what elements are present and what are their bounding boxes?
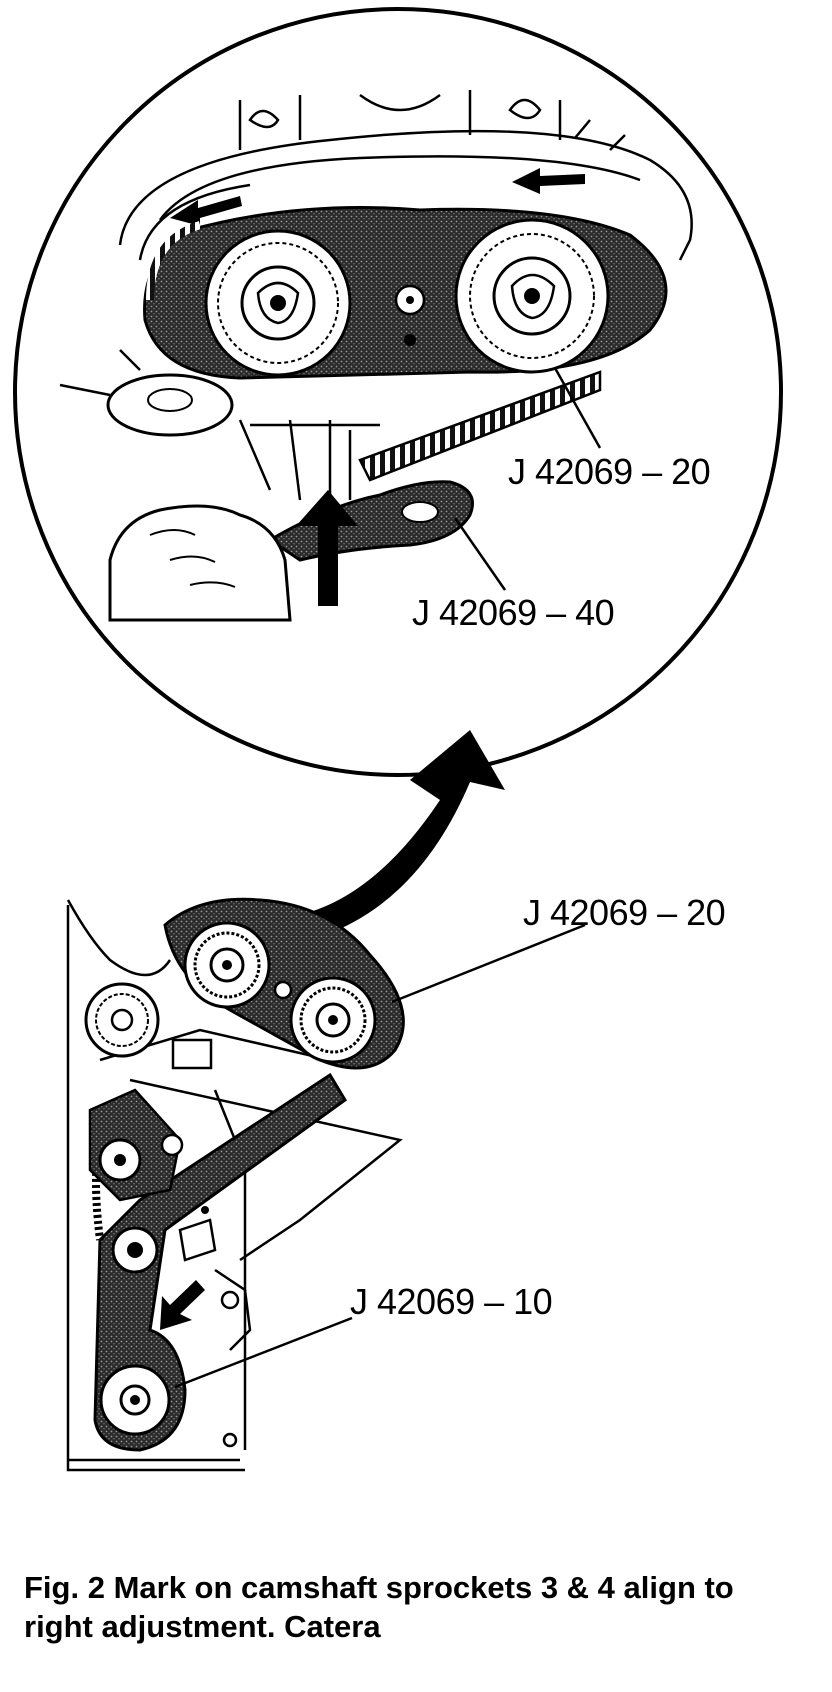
leader-lines-detail — [453, 367, 602, 591]
figure-caption: Fig. 2 Mark on camshaft sprockets 3 & 4 … — [24, 1570, 734, 1644]
center-bolt — [394, 284, 426, 346]
push-direction-arrow — [296, 490, 358, 606]
detail-circle-frame — [13, 7, 783, 777]
overview-sprocket-3 — [183, 921, 271, 1009]
overview-sprocket-4 — [289, 976, 377, 1064]
crank-rotation-arrow — [160, 1280, 205, 1330]
left-rotation-arrow — [170, 196, 242, 226]
engine-housing-top — [118, 90, 693, 261]
magnified-detail-view: J 42069 – 20 J 42069 – 40 — [13, 7, 783, 777]
idler-pulley — [59, 349, 234, 437]
belt-lower-run — [238, 370, 602, 501]
technician-hand — [108, 504, 292, 622]
callout-upper-belt: J 42069 – 20 — [508, 451, 710, 492]
timing-mark-block — [171, 1038, 213, 1070]
magnify-curved-arrow — [310, 730, 505, 935]
overview-tensioner-assembly — [88, 1088, 217, 1274]
timing-belt-descending — [93, 1072, 347, 1452]
tool-j42069-10 — [99, 1364, 171, 1436]
callout-upper-tool: J 42069 – 40 — [412, 592, 614, 633]
overview-idler-pulley — [84, 982, 160, 1058]
callout-lower-tool: J 42069 – 10 — [350, 1281, 552, 1322]
right-rotation-arrow — [512, 168, 585, 194]
overview-side-bracket — [214, 1268, 252, 1448]
callout-lower-belt: J 42069 – 20 — [523, 892, 725, 933]
camshaft-sprocket-right — [454, 218, 610, 374]
engine-overview: J 42069 – 20 J 42069 – 10 — [66, 892, 726, 1472]
camshaft-sprocket-left — [204, 229, 352, 377]
leader-lines-overview — [174, 923, 586, 1389]
rotation-direction-arrows — [170, 168, 585, 226]
